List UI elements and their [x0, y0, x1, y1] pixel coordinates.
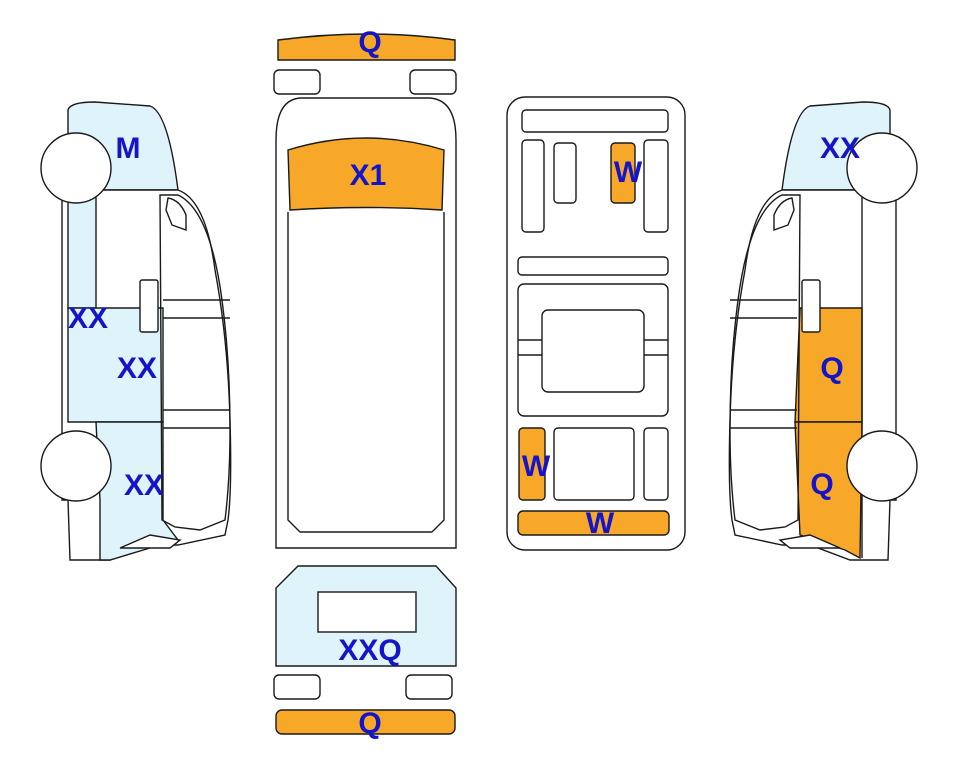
left-rear-label: XX — [124, 469, 164, 502]
right-front-wheel — [846, 132, 918, 204]
back-view: XXQ Q — [273, 565, 457, 740]
right-door-window — [773, 197, 795, 231]
left-door-window — [165, 197, 187, 231]
right-front-label: Q — [820, 352, 843, 385]
right-side-view: XX Q Q — [728, 101, 918, 561]
top-roof-line-left — [287, 212, 301, 533]
left-step — [119, 534, 182, 549]
left-side-view: M XX XX XX — [40, 101, 232, 561]
underbody-cross-bar — [517, 256, 669, 276]
left-rear-wheel — [40, 430, 112, 502]
back-left-light — [273, 674, 321, 700]
underbody-rear-panel — [553, 427, 635, 501]
underbody-left-top-label: W — [614, 156, 643, 189]
top-body-outline — [275, 97, 457, 549]
right-rear-wheel — [846, 430, 918, 502]
right-step — [778, 534, 841, 549]
underbody-rear-right — [643, 427, 669, 501]
right-door-handle — [801, 279, 821, 333]
underbody-left-bottom-label: W — [522, 450, 551, 483]
left-front-zone — [67, 189, 97, 309]
top-front-bumper — [277, 33, 456, 61]
back-bumper-zone — [275, 709, 456, 735]
top-right-mirror — [409, 69, 457, 95]
underbody-left-top — [610, 142, 636, 204]
top-windscreen — [287, 137, 445, 211]
right-cab-label: XX — [820, 132, 860, 165]
top-view: Q X1 — [273, 26, 457, 549]
left-door-handle — [139, 279, 159, 333]
top-windscreen-label: X1 — [350, 159, 387, 192]
underbody-rail-inner — [553, 142, 577, 204]
top-front-bumper-label: Q — [358, 26, 381, 59]
right-rear-label: Q — [810, 468, 833, 501]
top-roof-line-right — [431, 212, 445, 533]
underbody-rail-right — [643, 139, 669, 233]
top-left-mirror — [273, 69, 321, 95]
back-bumper-label: Q — [358, 707, 381, 740]
underbody-left-bottom — [518, 427, 546, 501]
right-door-frame — [729, 194, 801, 531]
underbody-front-bar — [521, 109, 669, 133]
underbody-mid-panel — [541, 309, 645, 393]
left-front-wheel — [40, 132, 112, 204]
left-front-label: XX — [68, 302, 108, 335]
underbody-rail-left — [521, 139, 545, 233]
underbody-view: W W W — [506, 96, 686, 551]
back-tailgate-label: XXQ — [338, 634, 401, 667]
back-rear-window — [317, 591, 417, 633]
back-right-light — [405, 674, 453, 700]
underbody-rear-bumper-label: W — [586, 507, 615, 540]
left-mid-label: XX — [117, 352, 157, 385]
left-door-frame — [159, 194, 231, 531]
underbody-rear-bumper — [517, 510, 670, 536]
left-cab-label: M — [116, 132, 141, 165]
